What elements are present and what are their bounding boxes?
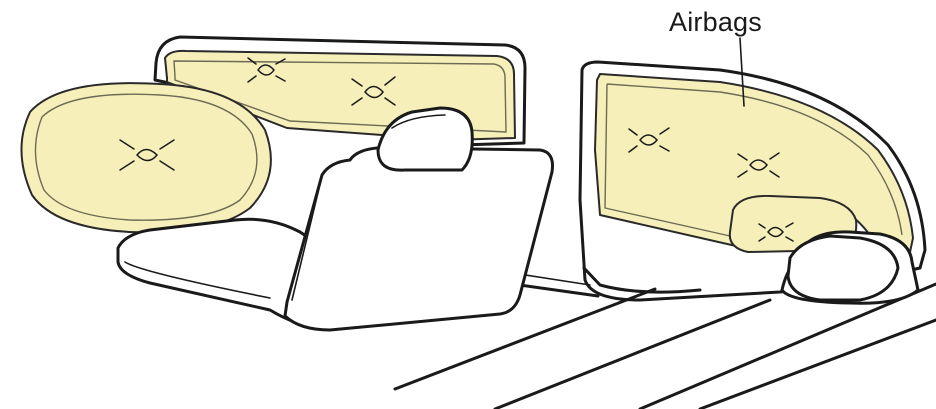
rear-seat — [780, 230, 920, 305]
front-round-airbag — [20, 82, 272, 234]
floor-lines — [393, 271, 936, 409]
airbags-label: Airbags — [669, 7, 762, 37]
front-seat-back — [283, 146, 554, 332]
rear-headrest — [786, 234, 900, 302]
callout-leader-line — [739, 37, 745, 107]
front-headrest — [376, 106, 474, 172]
